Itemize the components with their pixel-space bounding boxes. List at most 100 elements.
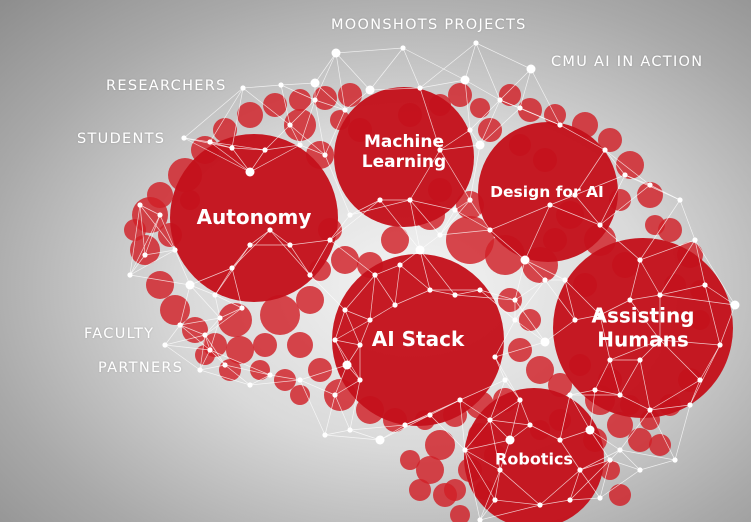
network-node [487,417,493,423]
network-node [562,277,568,283]
network-line [574,174,626,196]
network-line [639,199,681,261]
network-line [544,319,576,343]
faculty-label: FACULTY [84,326,155,342]
network-line [219,307,243,319]
network-node [567,497,573,503]
network-line [224,364,271,376]
network-line [454,289,481,296]
network-line [159,214,176,251]
network-node [567,392,573,398]
network-node [527,422,533,428]
network-line [494,341,546,358]
network-line [459,399,491,421]
network-line [264,144,301,151]
network-node [287,242,293,248]
network-line [231,147,266,151]
network-line [299,144,326,156]
network-line [679,199,696,241]
network-node [157,212,163,218]
network-node [647,182,653,188]
network-line [204,317,221,336]
network-line [264,124,291,151]
network-line [529,424,561,441]
network-node [477,517,483,522]
bubble [448,83,472,107]
network-node [512,317,518,323]
network-node [540,337,550,347]
network-node [177,322,183,328]
bubble [213,118,237,142]
network-line [479,99,501,146]
network-line [324,429,351,436]
network-line [599,314,611,361]
network-line [231,229,271,269]
network-node [332,337,338,343]
network-line [524,259,566,281]
network-line [524,204,551,261]
network-line [579,449,621,471]
network-node [492,354,498,360]
network-node [312,97,318,103]
network-line [209,87,244,143]
network-line [569,394,591,431]
network-line [719,304,736,346]
cmu-ai-in-action-label: CMU AI IN ACTION [551,54,704,70]
network-line [204,307,243,336]
network-node [229,265,235,271]
network-line [499,439,511,471]
network-line [519,399,531,426]
network-line [539,469,581,506]
network-line [369,87,421,91]
network-line [479,107,521,146]
network-node [185,280,195,290]
network-line [164,344,211,351]
bubble [284,109,316,141]
network-node [217,315,223,321]
network-line [494,469,501,501]
network-node [327,237,333,243]
network-line [139,204,176,251]
network-line [609,359,621,396]
network-line [409,199,441,236]
bubble [456,191,484,219]
bubble [195,345,215,365]
network-line [524,259,546,281]
network-line [499,469,541,506]
researchers-label: RESEARCHERS [106,78,227,94]
network-node [597,312,603,318]
network-line [674,404,691,461]
network-line [464,79,501,101]
network-line [599,299,631,316]
network-node [415,245,425,255]
network-line [334,394,351,431]
network-line [649,379,701,411]
network-node [287,122,293,128]
network-node [247,382,253,388]
network-line [564,279,576,321]
network-line [334,319,371,341]
network-node [517,105,523,111]
network-node [127,272,133,278]
network-line [469,99,501,131]
bubble [526,356,554,384]
network-line [479,289,516,301]
network-line [574,314,601,321]
network-node [375,435,385,445]
network-line [494,499,541,506]
network-node [717,342,723,348]
network-line [289,244,311,276]
network-node [572,192,578,198]
network-line [419,79,466,89]
network-line [349,429,381,441]
network-line [494,356,506,381]
network-node [517,397,523,403]
network-line [179,317,221,326]
network-node [542,277,548,283]
bubble [598,128,622,152]
network-line [639,339,661,361]
network-line [334,364,348,396]
network-node [512,297,518,303]
network-node [452,292,458,298]
network-node [212,292,218,298]
